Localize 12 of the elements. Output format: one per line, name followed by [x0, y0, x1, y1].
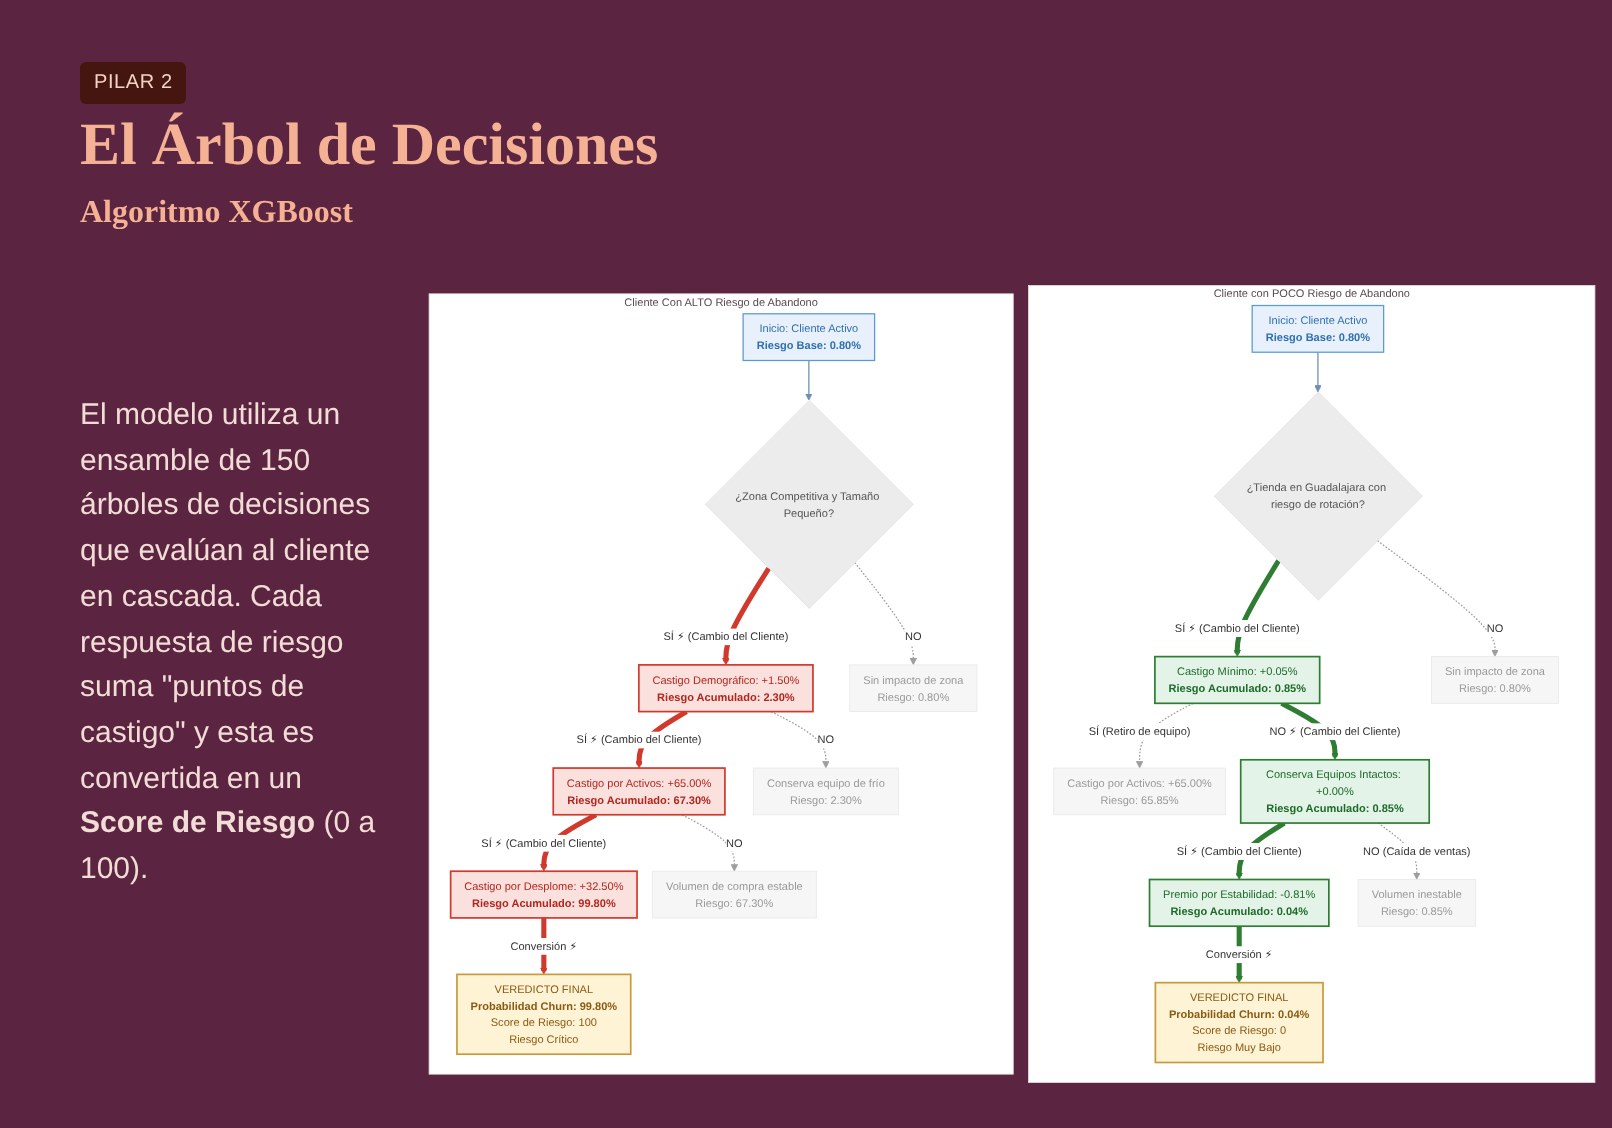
- arrow: [805, 359, 813, 401]
- description-paragraph: El modelo utiliza un ensamble de 150 árboles de decisiones que evalúan al cliente en cascada. Cada respuesta de riesgo suma "puntos de castigo" y esta es convertida en un Score de Riesgo (0 a 100).: [80, 396, 378, 891]
- arrow: [1377, 822, 1421, 880]
- slide-title: El Árbol de Decisiones: [80, 112, 659, 180]
- arrow: [1135, 702, 1194, 769]
- arrow: [1376, 539, 1499, 657]
- arrow: [681, 814, 739, 872]
- arrow: [770, 710, 830, 769]
- slide-subtitle: Algoritmo XGBoost: [80, 196, 353, 232]
- arrow: [854, 561, 918, 666]
- arrow: [1314, 351, 1322, 393]
- section-badge: PILAR 2: [80, 62, 187, 104]
